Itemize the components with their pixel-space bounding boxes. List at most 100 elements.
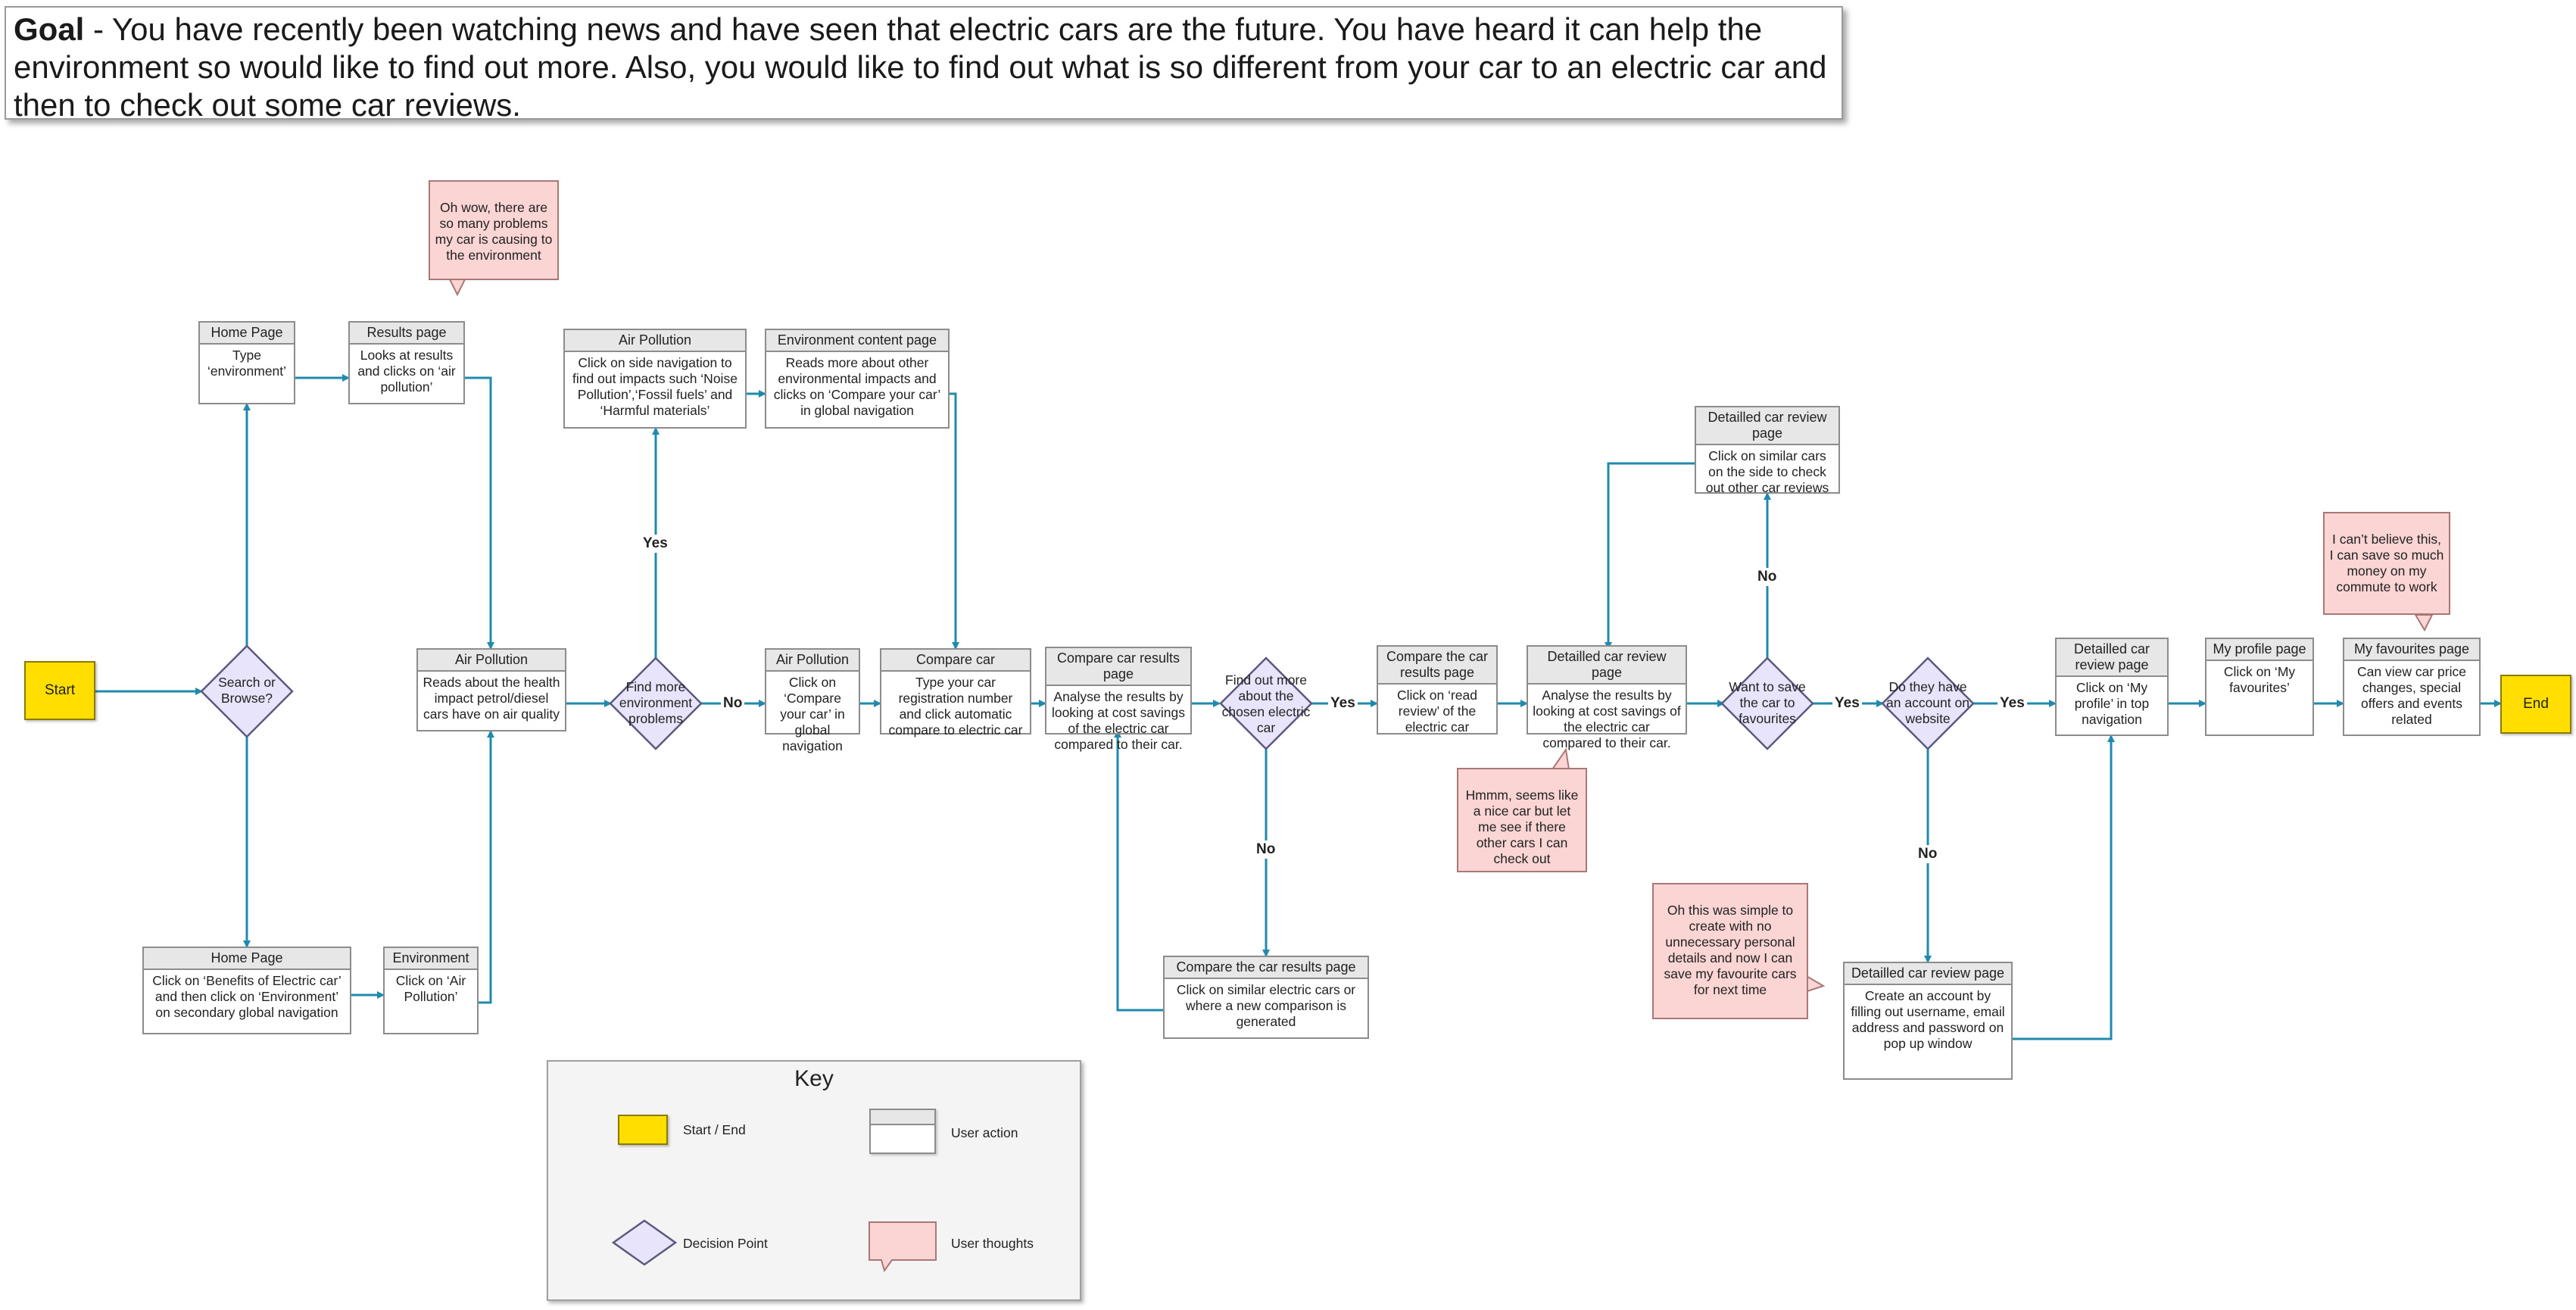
key-swatch-user-action xyxy=(869,1109,936,1154)
node-title: Compare the car results page xyxy=(1378,647,1496,685)
edge-env-compare xyxy=(950,392,959,650)
decision-label-want-to-save: Want to save the car to favourites xyxy=(1729,679,1806,726)
thought-2: Hmmm, seems like a nice car but let me s… xyxy=(1457,768,1587,872)
thought-4: I can’t believe this, I can save so much… xyxy=(2323,512,2450,615)
decision-label-find-more: Find more environment problems xyxy=(619,679,693,726)
key-swatch-start-end xyxy=(618,1115,668,1145)
end-terminal: End xyxy=(2500,675,2571,734)
decision-label-do-they-have: Do they have an account on website xyxy=(1886,679,1969,726)
edge-label-no-account: No xyxy=(1916,845,1940,863)
node-body: Click on similar cars on the side to che… xyxy=(1705,448,1829,495)
edge-label-yes-account: Yes xyxy=(1997,694,2027,713)
key-label-thoughts: User thoughts xyxy=(951,1236,1034,1251)
goal-text: - You have recently been watching news a… xyxy=(14,11,1827,123)
edge-results-air xyxy=(465,376,494,650)
node-title: Air Pollution xyxy=(565,330,745,352)
node-title: Detailled car review page xyxy=(1528,647,1686,685)
edge-label-no-find: No xyxy=(721,694,745,713)
edge-label-no-findout: No xyxy=(1254,841,1278,859)
node-body: Can view car price changes, special offe… xyxy=(2357,664,2466,727)
node-body: Click on ‘My profile’ in top navigation xyxy=(2074,680,2150,727)
key-legend: Key Start / End User action Decision Poi… xyxy=(547,1060,1081,1301)
goal-bold: Goal xyxy=(14,11,85,47)
start-terminal: Start xyxy=(24,661,95,720)
node-body: Type your car registration number and cl… xyxy=(888,675,1023,738)
node-title: My profile page xyxy=(2206,639,2312,661)
node-body: Click on ‘read review’ of the electric c… xyxy=(1396,688,1478,735)
node-body: Create an account by filling out usernam… xyxy=(1851,988,2005,1051)
edge-label-no-save: No xyxy=(1755,568,1779,586)
key-title: Key xyxy=(794,1066,834,1091)
edge-environment-air xyxy=(479,730,494,1004)
decision-find-more xyxy=(609,657,703,750)
node-body: Looks at results and clicks on ‘air poll… xyxy=(357,348,456,395)
node-body: Analyse the results by looking at cost s… xyxy=(1051,689,1186,752)
node-title: Detailled car review page xyxy=(1845,963,2011,985)
decision-label-search-browse: Search or Browse? xyxy=(218,675,276,706)
node-body: Type ‘environment’ xyxy=(207,348,287,379)
node-body: Click on ‘My favourites’ xyxy=(2223,664,2296,695)
key-swatch-user-action-header xyxy=(871,1110,934,1125)
node-body: Click on ‘Benefits of Electric car’ and … xyxy=(152,973,341,1020)
node-body: Reads more about other environmental imp… xyxy=(773,355,941,418)
node-title: Home Page xyxy=(200,323,294,345)
edge-label-yes-find: Yes xyxy=(641,535,670,553)
decision-search-browse xyxy=(200,644,294,738)
thought-tail-1 xyxy=(448,279,466,297)
node-body: Click on similar electric cars or where … xyxy=(1176,982,1356,1029)
node-body: Click on ‘Compare your car’ in global na… xyxy=(780,675,845,753)
edge-bottom-right xyxy=(2013,735,2115,1040)
node-body: Click on ‘Air Pollution’ xyxy=(395,973,466,1004)
key-label-user-action: User action xyxy=(951,1125,1018,1140)
decision-want-to-save xyxy=(1720,657,1814,750)
node-body: Click on side navigation to find out imp… xyxy=(572,355,738,418)
edge-label-yes-findout: Yes xyxy=(1328,694,1358,713)
thought-1: Oh wow, there are so many problems my ca… xyxy=(429,180,559,280)
node-title: Environment content page xyxy=(766,330,948,352)
key-label-decision: Decision Point xyxy=(683,1236,768,1251)
node-title: Air Pollution xyxy=(766,650,859,672)
node-title: My favourites page xyxy=(2344,639,2479,661)
node-title: Detailled car review page xyxy=(2057,639,2167,677)
node-title: Compare car xyxy=(881,650,1030,672)
node-title: Compare the car results page xyxy=(1165,957,1368,979)
thought-3: Oh this was simple to create with no unn… xyxy=(1652,883,1808,1019)
key-swatch-thought xyxy=(869,1221,937,1273)
node-title: Home Page xyxy=(144,948,350,970)
node-title: Air Pollution xyxy=(418,650,565,672)
decision-label-find-out-more: Find out more about the chosen electric … xyxy=(1221,672,1311,735)
node-body: Reads about the health impact petrol/die… xyxy=(423,675,560,722)
node-title: Results page xyxy=(350,323,463,345)
decision-find-out-more xyxy=(1219,657,1313,750)
thought-tail-4 xyxy=(2414,614,2434,632)
edge-label-yes-save: Yes xyxy=(1832,694,1862,713)
node-body: Analyse the results by looking at cost s… xyxy=(1533,688,1681,750)
goal-box: Goal - You have recently been watching n… xyxy=(5,6,1843,123)
node-title: Compare car results page xyxy=(1046,648,1190,686)
edge-top-detailed xyxy=(1605,462,1695,650)
decision-do-they-have xyxy=(1881,657,1975,750)
key-label-start-end: Start / End xyxy=(683,1122,746,1137)
key-swatch-decision xyxy=(612,1219,677,1266)
node-title: Detailled car review page xyxy=(1696,407,1838,445)
